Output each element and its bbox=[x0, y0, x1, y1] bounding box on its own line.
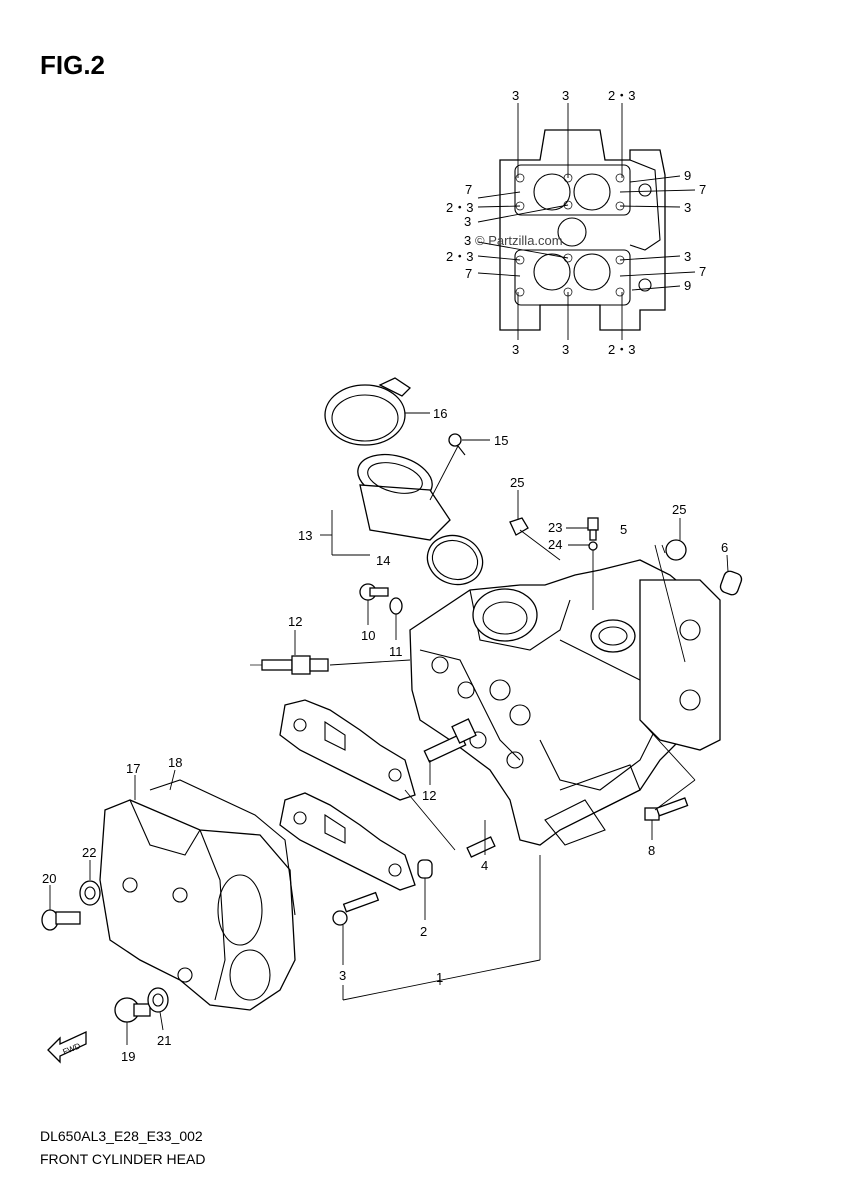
callout-label: 20 bbox=[42, 871, 56, 886]
callout-label: 3 bbox=[562, 342, 569, 357]
callout-label: 12 bbox=[422, 788, 436, 803]
cylinder-head bbox=[409, 559, 716, 846]
callout-label: 25 bbox=[510, 475, 524, 490]
dowel-pin-2 bbox=[417, 859, 433, 879]
camshaft-holder-upper bbox=[279, 699, 416, 801]
bolt-8 bbox=[644, 797, 689, 821]
gasket-washer bbox=[588, 541, 598, 551]
top-view-leaders bbox=[477, 103, 696, 340]
camshaft-holder-lower bbox=[279, 792, 416, 891]
cover-bolt-20 bbox=[41, 909, 81, 931]
callout-label: 2 bbox=[420, 924, 427, 939]
plug bbox=[509, 517, 529, 536]
callout-label: 7 bbox=[699, 182, 706, 197]
exploded-labels: 16 15 13 14 25 23 24 5 25 6 10 11 12 12 … bbox=[42, 406, 728, 1064]
clamp-screw bbox=[448, 433, 466, 456]
callout-label: 2・3 bbox=[608, 88, 635, 103]
union-bolt bbox=[587, 517, 599, 541]
callout-label: 3 bbox=[464, 233, 471, 248]
callout-label: 16 bbox=[433, 406, 447, 421]
callout-label: 13 bbox=[298, 528, 312, 543]
callout-label: 7 bbox=[699, 264, 706, 279]
top-view-labels: 3 3 2・3 7 2・3 3 3 2・3 7 9 7 3 3 7 9 3 3 … bbox=[446, 88, 706, 357]
spark-plug-mounted bbox=[423, 718, 477, 763]
spark-plug-left bbox=[250, 655, 329, 675]
cover-bolt-19 bbox=[114, 997, 151, 1023]
forward-arrow-icon: FWD bbox=[47, 1030, 87, 1064]
watermark: © Partzilla.com bbox=[475, 233, 563, 248]
callout-label: 10 bbox=[361, 628, 375, 643]
callout-label: 3 bbox=[562, 88, 569, 103]
callout-label: 15 bbox=[494, 433, 508, 448]
callout-label: 11 bbox=[389, 644, 403, 659]
figure-title: FIG.2 bbox=[40, 50, 106, 80]
callout-label: 24 bbox=[548, 537, 562, 552]
callout-label: 9 bbox=[684, 278, 691, 293]
bolt-3 bbox=[332, 891, 380, 926]
exploded-leaders bbox=[49, 412, 729, 1045]
intake-pipe bbox=[357, 453, 451, 541]
cylinder-head-cover bbox=[99, 799, 296, 1011]
dowel-pin bbox=[719, 570, 743, 596]
callout-label: 3 bbox=[684, 200, 691, 215]
callout-label: 3 bbox=[512, 88, 519, 103]
callout-label: 12 bbox=[288, 614, 302, 629]
head-gasket bbox=[639, 579, 721, 751]
callout-label: 1 bbox=[436, 970, 443, 985]
callout-label: 18 bbox=[168, 755, 182, 770]
callout-label: 2・3 bbox=[446, 249, 473, 264]
callout-label: 3 bbox=[339, 968, 346, 983]
callout-label: 2・3 bbox=[608, 342, 635, 357]
model-code: DL650AL3_E28_E33_002 bbox=[40, 1128, 203, 1144]
callout-label: 3 bbox=[684, 249, 691, 264]
o-ring bbox=[426, 534, 484, 586]
callout-label: 2・3 bbox=[446, 200, 473, 215]
callout-label: 5 bbox=[620, 522, 627, 537]
callout-label: 7 bbox=[465, 266, 472, 281]
stud-bolt bbox=[466, 836, 496, 858]
plug-right bbox=[665, 539, 687, 561]
cover-gasket bbox=[149, 779, 296, 916]
bolt-10 bbox=[359, 583, 389, 601]
callout-label: 6 bbox=[721, 540, 728, 555]
callout-label: 3 bbox=[464, 214, 471, 229]
callout-label: 21 bbox=[157, 1033, 171, 1048]
cover-washer-22 bbox=[79, 880, 101, 906]
callout-label: 14 bbox=[376, 553, 390, 568]
callout-label: 9 bbox=[684, 168, 691, 183]
intake-clamp bbox=[324, 377, 412, 446]
cover-washer-21 bbox=[147, 987, 169, 1013]
callout-label: 7 bbox=[465, 182, 472, 197]
callout-label: 25 bbox=[672, 502, 686, 517]
top-view-cylinder-head bbox=[499, 129, 666, 331]
callout-label: 19 bbox=[121, 1049, 135, 1064]
washer-11 bbox=[389, 597, 403, 615]
callout-label: 17 bbox=[126, 761, 140, 776]
figure-name: FRONT CYLINDER HEAD bbox=[40, 1151, 206, 1167]
callout-label: 22 bbox=[82, 845, 96, 860]
callout-label: 23 bbox=[548, 520, 562, 535]
callout-label: 8 bbox=[648, 843, 655, 858]
callout-label: 4 bbox=[481, 858, 488, 873]
callout-label: 3 bbox=[512, 342, 519, 357]
